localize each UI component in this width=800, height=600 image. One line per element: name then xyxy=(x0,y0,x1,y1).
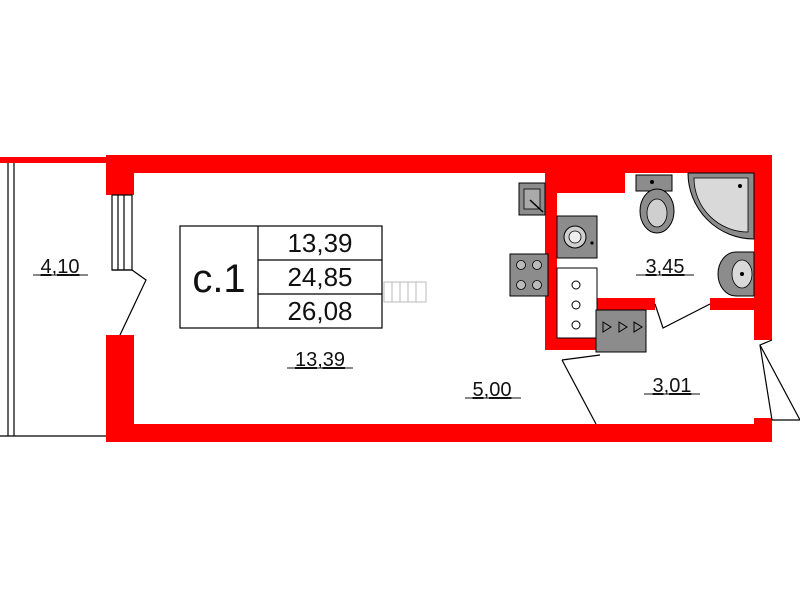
radiator-icon xyxy=(383,281,427,303)
hall-area-label: 3,01 xyxy=(653,375,692,397)
balcony-window xyxy=(111,194,133,271)
balcony-area-label: 4,10 xyxy=(41,256,80,278)
stove-icon xyxy=(509,253,549,297)
bathroom-area-label: 3,45 xyxy=(646,256,685,278)
sink-icon xyxy=(518,182,546,216)
toilet-icon xyxy=(635,174,675,234)
appliance-icon xyxy=(595,309,647,353)
entrance-door xyxy=(561,339,800,425)
balcony-rail-top xyxy=(0,157,108,163)
shower-icon xyxy=(687,172,755,240)
washing-machine-icon xyxy=(556,215,598,259)
unit-area-3: 26,08 xyxy=(287,296,352,326)
oven-icon xyxy=(556,267,598,339)
unit-info-table xyxy=(179,225,383,329)
living-area-label: 13,39 xyxy=(295,349,345,371)
bathroom-door xyxy=(654,303,711,329)
unit-code: с.1 xyxy=(192,257,245,301)
washbasin-icon xyxy=(717,251,755,297)
unit-area-2: 24,85 xyxy=(287,262,352,292)
kitchen-area-label: 5,00 xyxy=(473,379,512,401)
balcony-door xyxy=(112,269,147,336)
balcony xyxy=(0,161,108,437)
unit-area-1: 13,39 xyxy=(287,228,352,258)
